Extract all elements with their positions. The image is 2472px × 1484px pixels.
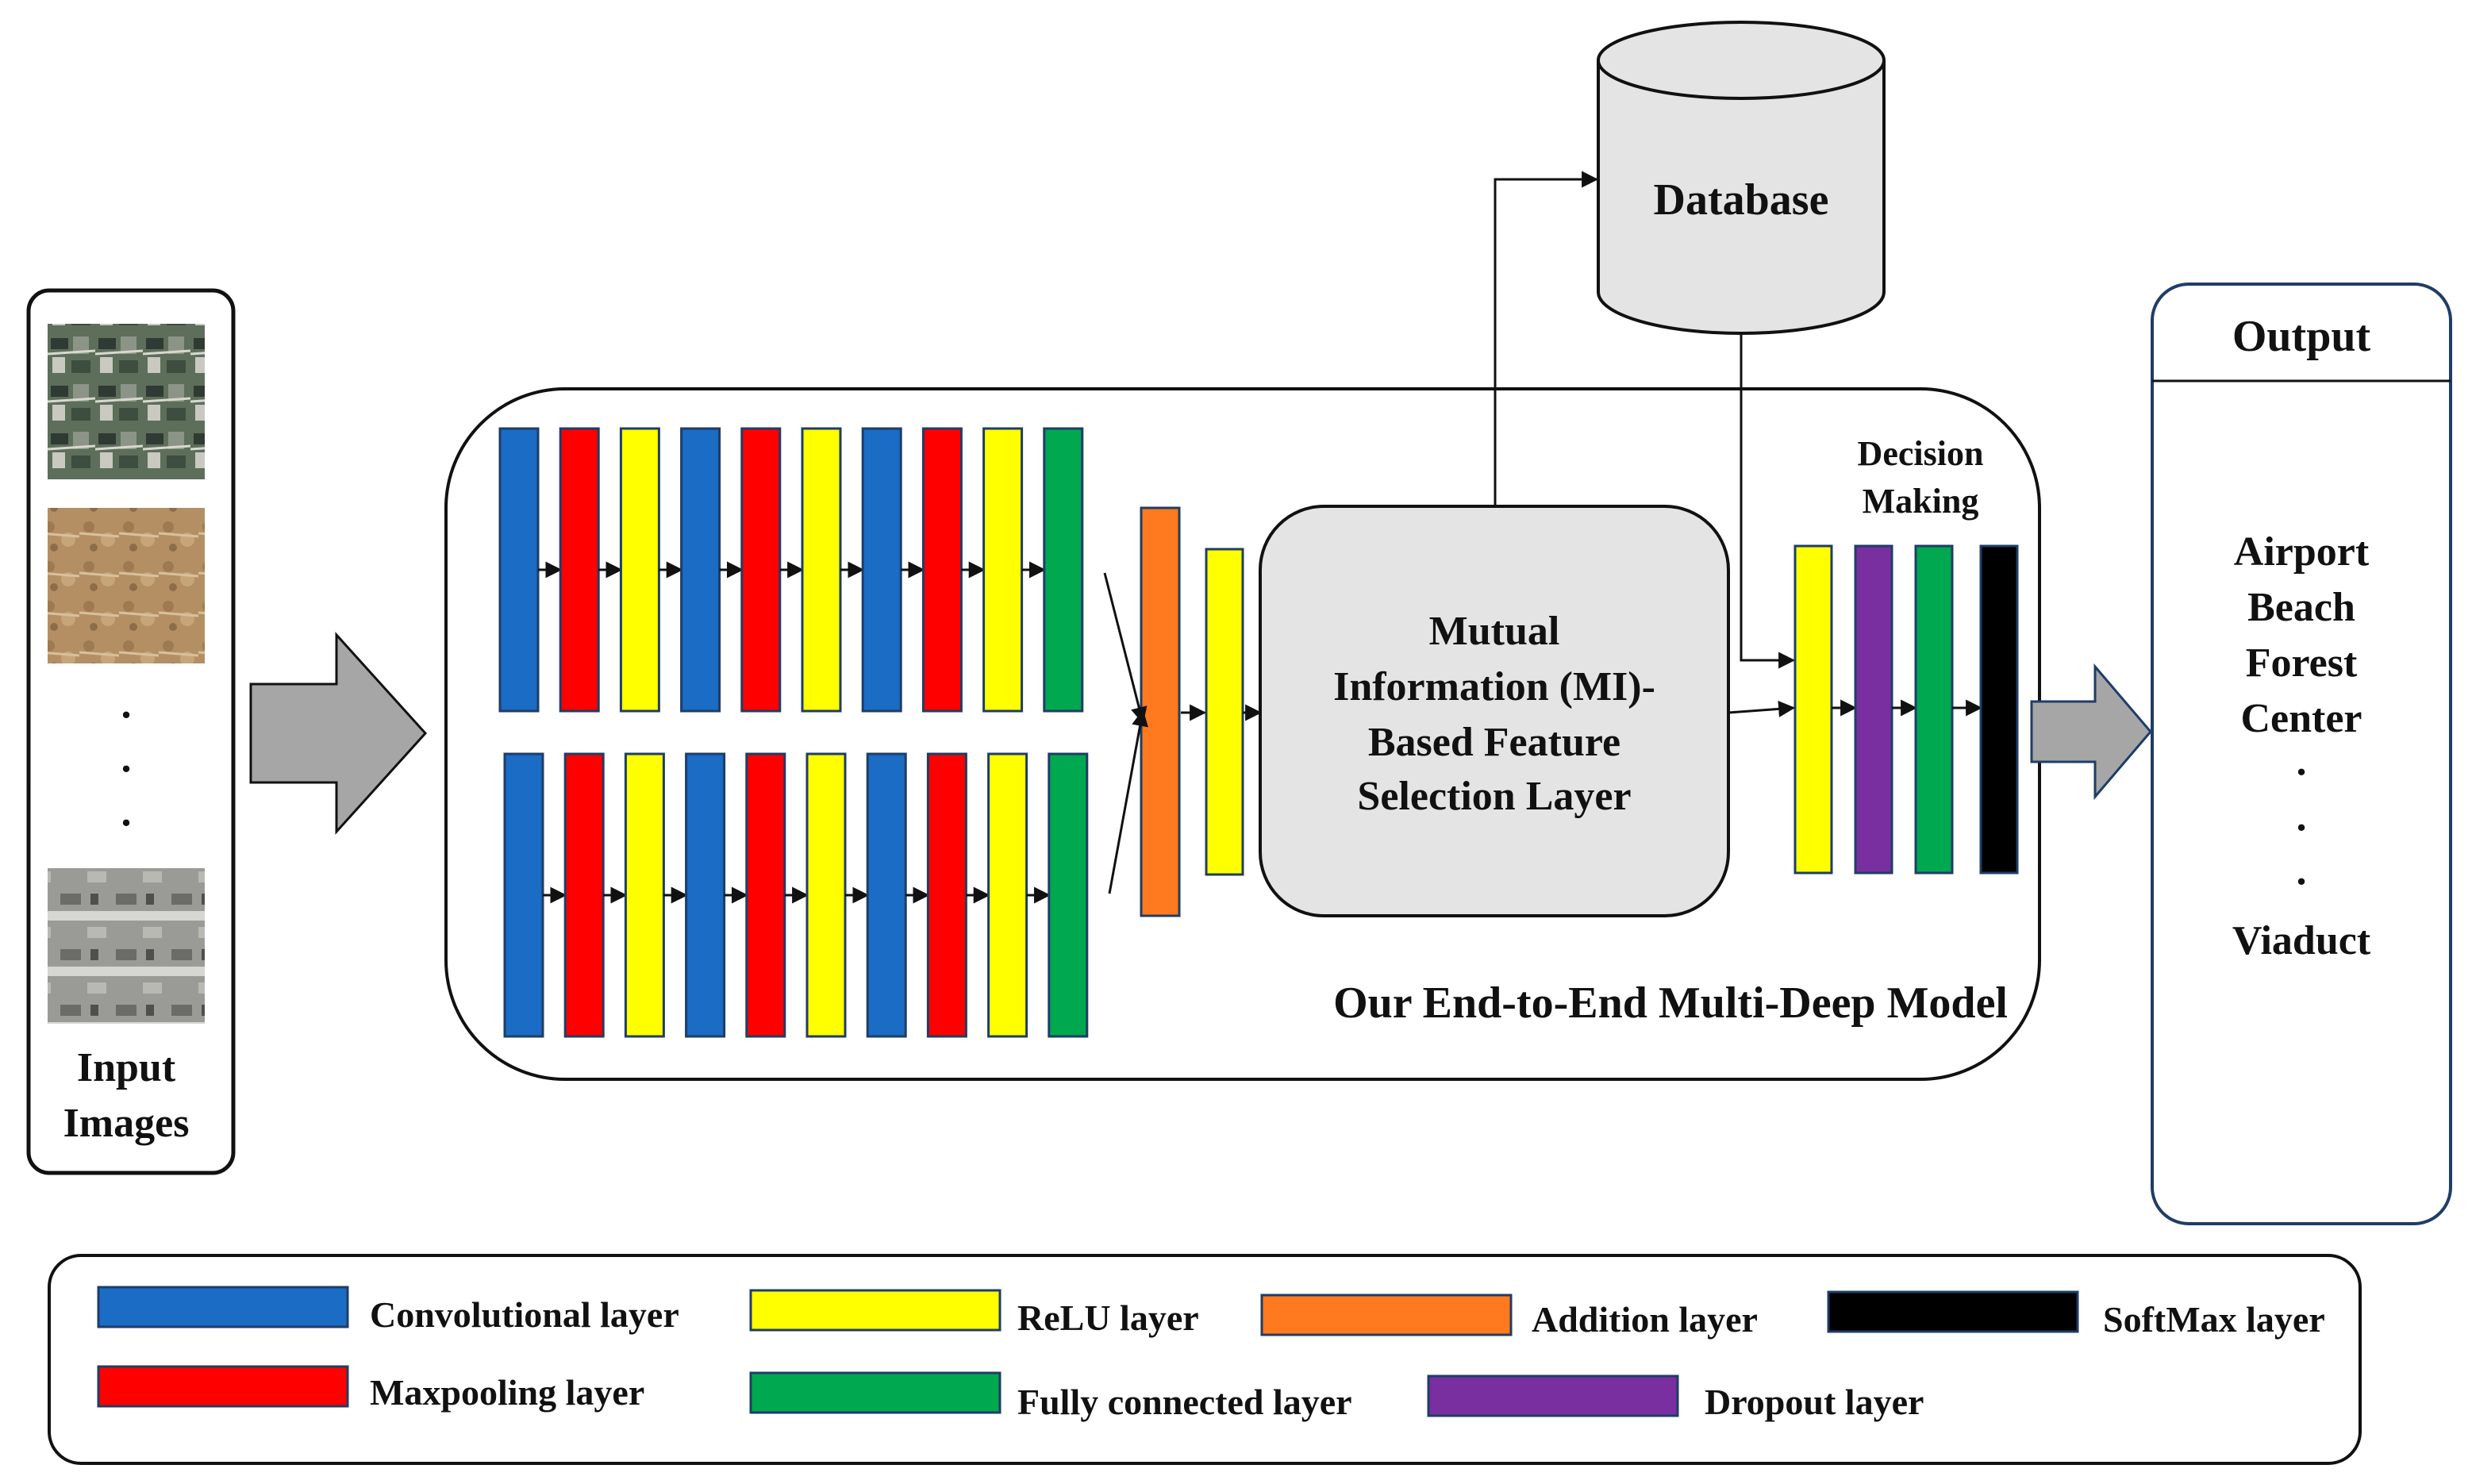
legend-label-relu: ReLU layer: [1017, 1298, 1199, 1338]
input-ellipsis-1: ·: [119, 693, 133, 738]
bottom-maxpooling-layer-5: [745, 752, 786, 1038]
bottom-maxpooling-layer-8: [926, 752, 967, 1038]
top-relu-layer-9: [982, 427, 1024, 713]
output-panel: [2151, 283, 2452, 1225]
mi-line3: Based Feature: [1368, 720, 1620, 765]
input-label-line1: Input: [77, 1045, 176, 1090]
output-class-beach: Beach: [2247, 585, 2355, 630]
output-ellipsis-2: ·: [2294, 805, 2308, 851]
top-maxpooling-layer-5: [740, 427, 782, 713]
input-to-model-arrow: [249, 632, 428, 835]
top-convolutional-layer-1: [498, 427, 540, 713]
legend-swatch-dropout: [1427, 1374, 1679, 1417]
input-thumbnail-desert: [48, 508, 205, 663]
legend-label-dropout: Dropout layer: [1705, 1382, 1924, 1422]
model-caption: Our End-to-End Multi-Deep Model: [1333, 978, 2008, 1028]
mi-line1: Mutual: [1429, 609, 1560, 654]
legend-swatch-fully-connected: [749, 1371, 1001, 1414]
input-label-line2: Images: [63, 1101, 190, 1146]
bottom-branch-to-addition-connector: [1108, 709, 1148, 894]
output-class-viaduct: Viaduct: [2232, 918, 2371, 963]
legend-label-fully-connected: Fully connected layer: [1017, 1382, 1352, 1422]
legend-swatch-maxpooling: [97, 1365, 349, 1408]
legend-swatch-relu: [749, 1289, 1001, 1332]
connectors: [1103, 171, 1796, 894]
top-convolutional-layer-7: [861, 427, 902, 713]
bottom-convolutional-layer-1: [503, 752, 544, 1038]
legend-swatch-convolutional: [97, 1286, 349, 1328]
model-to-output-arrow: [2030, 663, 2152, 801]
top-relu-layer-3: [619, 427, 660, 713]
legend-swatch-addition: [1260, 1294, 1513, 1336]
legend: Convolutional layer ReLU layer Addition la…: [97, 1286, 2325, 1422]
legend-label-addition: Addition layer: [1532, 1299, 1758, 1340]
bottom-relu-layer-6: [805, 752, 847, 1038]
branch-top: [498, 427, 1084, 713]
output-class-airport: Airport: [2234, 529, 2370, 575]
top-branch-to-addition-connector: [1103, 572, 1148, 725]
bottom-relu-layer-9: [987, 752, 1028, 1038]
decision-dropout-layer: [1854, 544, 1893, 875]
bottom-fully-connected-layer-10: [1048, 752, 1089, 1038]
decision-stack: [1793, 544, 2019, 875]
top-convolutional-layer-4: [680, 427, 721, 713]
bottom-convolutional-layer-7: [866, 752, 907, 1038]
input-ellipsis-2: ·: [119, 747, 133, 792]
output-class-forest: Forest: [2246, 640, 2358, 686]
merge-relu-layer: [1205, 548, 1244, 876]
output-title: Output: [2232, 312, 2371, 361]
legend-box: [48, 1254, 2362, 1465]
output-class-center: Center: [2240, 696, 2362, 741]
top-maxpooling-layer-2: [559, 427, 600, 713]
input-thumbnail-airport: [48, 868, 205, 1024]
bottom-relu-layer-3: [624, 752, 665, 1038]
decision-relu-layer: [1793, 544, 1833, 875]
decision-fully-connected-layer: [1914, 544, 1954, 875]
mi-line2: Information (MI)-: [1333, 664, 1655, 709]
database-to-decision-connector: [1740, 332, 1796, 669]
bottom-maxpooling-layer-2: [563, 752, 605, 1038]
decision-softmax-layer: [1979, 544, 2019, 875]
branch-bottom: [503, 752, 1089, 1038]
mi-to-decision-connector: [1728, 700, 1796, 717]
top-fully-connected-layer-10: [1043, 427, 1084, 713]
top-relu-layer-6: [801, 427, 842, 713]
top-maxpooling-layer-8: [921, 427, 963, 713]
mi-line4: Selection Layer: [1357, 774, 1631, 819]
decision-label-line1: Decision: [1858, 434, 1984, 473]
input-ellipsis-3: ·: [119, 801, 133, 846]
database-label: Database: [1654, 175, 1829, 225]
merge-addition-layer: [1140, 506, 1181, 917]
legend-label-softmax: SoftMax layer: [2103, 1299, 2325, 1340]
mi-to-database-connector: [1494, 171, 1599, 506]
input-thumbnail-town: [48, 324, 205, 479]
bottom-convolutional-layer-4: [685, 752, 726, 1038]
decision-label-line2: Making: [1863, 482, 1979, 521]
output-ellipsis-3: ·: [2294, 859, 2308, 905]
output-ellipsis-1: ·: [2294, 750, 2308, 795]
legend-label-maxpooling: Maxpooling layer: [370, 1372, 644, 1413]
legend-swatch-softmax: [1827, 1290, 2079, 1333]
legend-label-convolutional: Convolutional layer: [370, 1294, 679, 1335]
mi-feature-selection-block: [1259, 505, 1730, 917]
